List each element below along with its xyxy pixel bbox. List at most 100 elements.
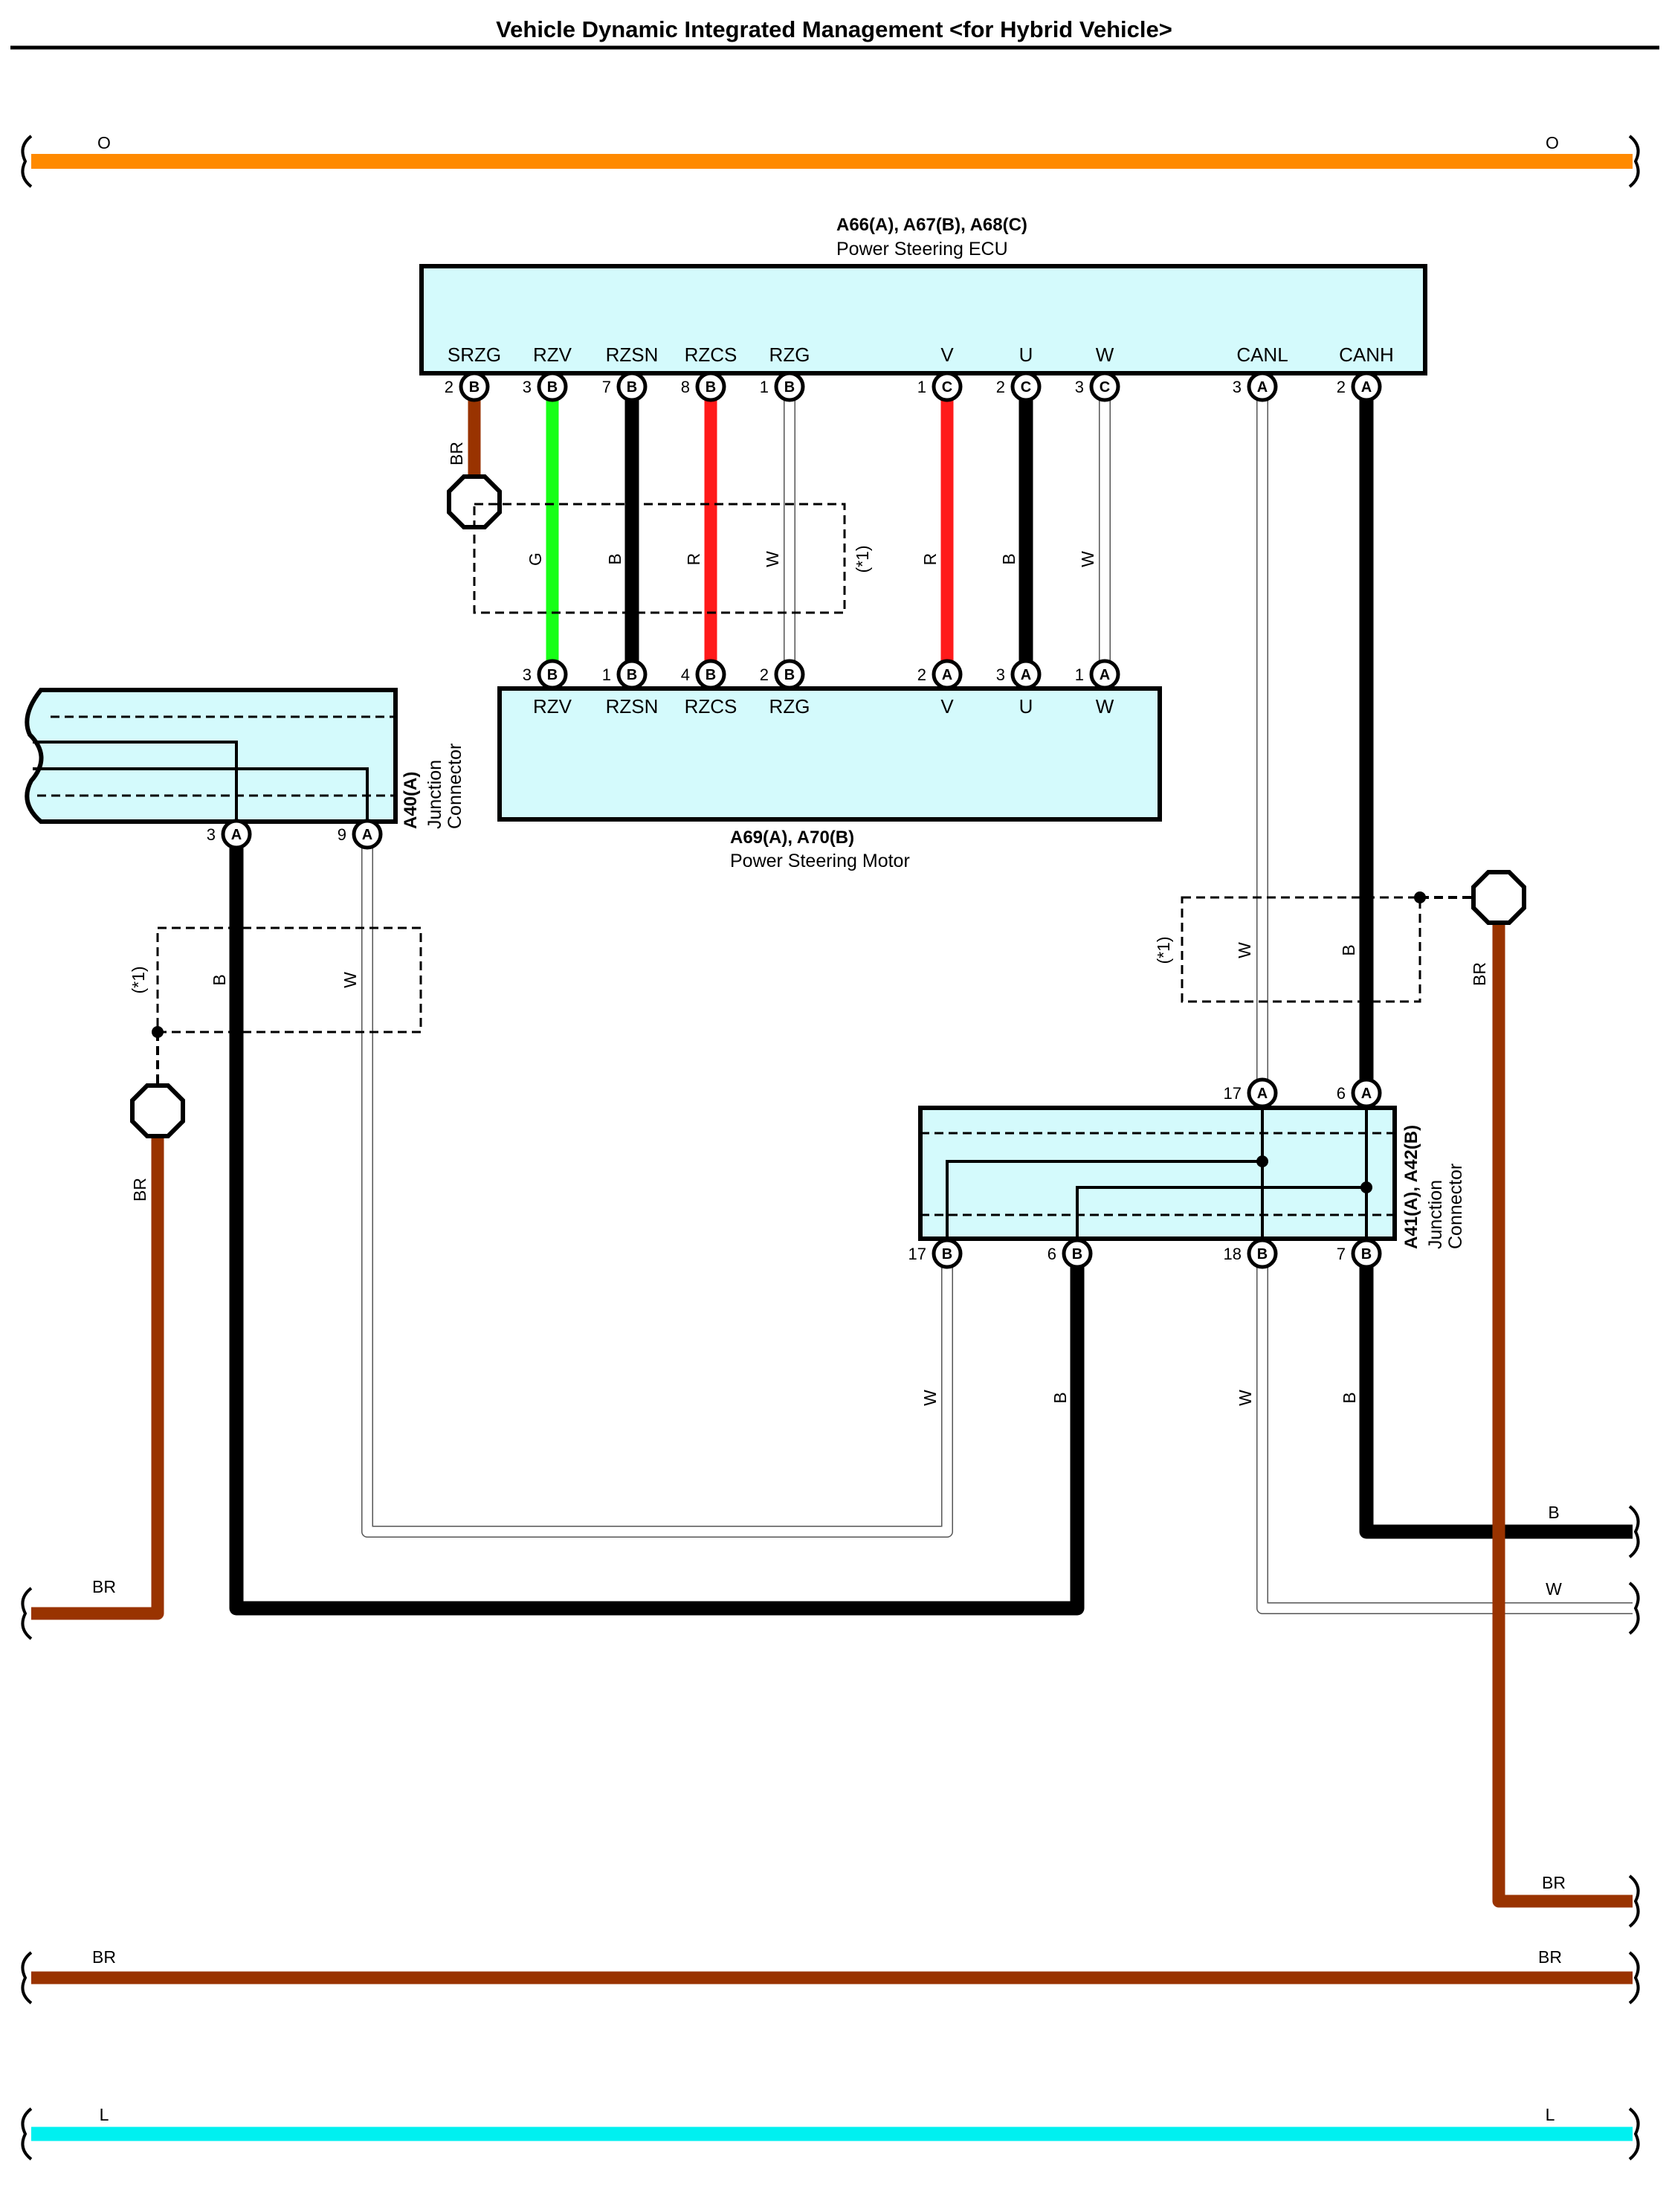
svg-text:2: 2 — [445, 378, 453, 396]
power-steering-motor — [497, 686, 1162, 822]
svg-text:2: 2 — [1337, 378, 1346, 396]
svg-text:3: 3 — [1075, 378, 1084, 396]
ecu-pin-w: C 3 — [1075, 371, 1120, 402]
svg-text:2: 2 — [917, 665, 926, 684]
a41-name-2: Connector — [1445, 1164, 1466, 1249]
left-exit-label: BR — [92, 1577, 116, 1596]
a41-pin-18b: B 18 — [1224, 1238, 1278, 1269]
motor-pin-rzsn: B 1 — [602, 659, 648, 690]
wire-label-rzcs: R — [684, 553, 703, 566]
ecu-pin-canh: A 2 — [1337, 371, 1382, 402]
svg-text:B: B — [942, 1246, 952, 1263]
ecu-pin-rzg: B 1 — [760, 371, 805, 402]
left-ground-label: BR — [130, 1178, 149, 1202]
orange-bus-right-label: O — [1546, 133, 1559, 152]
motor-pin-u: A 3 — [996, 659, 1042, 690]
ecu-terminal-rzv: RZV — [533, 344, 572, 366]
svg-text:A: A — [1257, 379, 1268, 396]
motor-pin-w: A 1 — [1075, 659, 1120, 690]
svg-text:B: B — [547, 667, 558, 683]
svg-text:17: 17 — [1224, 1084, 1242, 1103]
ecu-terminal-canl: CANL — [1236, 344, 1288, 366]
brown-bus-left-label: BR — [92, 1947, 116, 1967]
shield-note-right: (*1) — [1154, 936, 1173, 964]
right-canl-wire — [1256, 1253, 1633, 1614]
svg-text:3: 3 — [1233, 378, 1242, 396]
svg-text:18: 18 — [1224, 1245, 1242, 1263]
right-ground-wire — [1492, 918, 1633, 1908]
svg-text:B: B — [1361, 1246, 1372, 1263]
right-exit-label-br: BR — [1542, 1873, 1566, 1892]
svg-text:6: 6 — [1337, 1084, 1346, 1103]
ecu-pin-rzcs: B 8 — [681, 371, 726, 402]
svg-text:6: 6 — [1047, 1245, 1056, 1263]
brown-bus-right-end-icon — [1628, 1951, 1640, 2005]
svg-text:B: B — [706, 667, 716, 683]
a40-ref: A40(A) — [401, 772, 421, 829]
a40-name-2: Connector — [445, 744, 465, 829]
svg-text:3: 3 — [207, 825, 216, 844]
ecu-terminal-rzsn: RZSN — [606, 344, 659, 366]
right-ground-label: BR — [1470, 962, 1489, 986]
page-title: Vehicle Dynamic Integrated Management <f… — [496, 16, 1172, 42]
a40-pin-3: A 3 — [207, 819, 252, 850]
ecu-pin-v: C 1 — [917, 371, 963, 402]
wire-label-w: W — [1078, 551, 1097, 567]
svg-text:A: A — [1257, 1086, 1268, 1102]
svg-text:B: B — [1257, 1246, 1268, 1263]
ecu-name: Power Steering ECU — [836, 239, 1008, 259]
right-shield-junction-dot — [1414, 891, 1426, 903]
left-ground-end-icon — [21, 1587, 33, 1640]
motor-name: Power Steering Motor — [730, 851, 910, 871]
a41-pin-17b: B 17 — [908, 1238, 963, 1269]
svg-text:A: A — [362, 827, 372, 843]
motor-terminal-w: W — [1096, 695, 1114, 718]
svg-text:B: B — [627, 667, 637, 683]
svg-text:3: 3 — [523, 665, 532, 684]
light-blue-bus-left-label: L — [100, 2105, 109, 2124]
left-canh-wire — [229, 833, 1085, 1616]
ecu-ref: A66(A), A67(B), A68(C) — [836, 215, 1027, 235]
svg-text:B: B — [784, 379, 795, 396]
svg-text:A: A — [1100, 667, 1110, 683]
brown-bus-right-label: BR — [1538, 1947, 1562, 1967]
shield-box-left — [156, 926, 422, 1034]
svg-text:4: 4 — [681, 665, 690, 684]
junction-connector-a40 — [25, 688, 398, 824]
right-b-end-icon — [1628, 1505, 1640, 1558]
svg-text:3: 3 — [523, 378, 532, 396]
motor-terminal-rzg: RZG — [769, 695, 810, 718]
light-blue-bus: L L — [21, 2105, 1640, 2161]
ecu-pin-u: C 2 — [996, 371, 1042, 402]
svg-text:C: C — [1021, 379, 1031, 396]
ecu-terminal-rzcs: RZCS — [685, 344, 737, 366]
lower-wire-label-17b: W — [920, 1390, 940, 1406]
a41-pin-7b: B 7 — [1337, 1238, 1382, 1269]
wire-label-rzsn: B — [605, 553, 624, 564]
orange-bus-right-end-icon — [1628, 135, 1640, 188]
light-blue-bus-left-end-icon — [21, 2107, 33, 2161]
svg-text:B: B — [627, 379, 637, 396]
svg-text:3: 3 — [996, 665, 1005, 684]
ecu-pin-rzsn: B 7 — [602, 371, 648, 402]
svg-text:A: A — [1361, 1086, 1372, 1102]
left-canl-wire — [361, 833, 953, 1538]
right-wire-label-b: B — [1339, 944, 1358, 955]
ecu-terminal-u: U — [1019, 344, 1033, 366]
svg-text:1: 1 — [1075, 665, 1084, 684]
shield-box-right — [1181, 896, 1421, 1003]
a40-internal-3 — [33, 741, 238, 819]
svg-text:A: A — [231, 827, 242, 843]
svg-text:B: B — [469, 379, 480, 396]
ecu-terminal-srzg: SRZG — [448, 344, 501, 366]
svg-text:C: C — [942, 379, 952, 396]
a40-pin-9: A 9 — [338, 819, 383, 850]
a41-internal-17b — [946, 1160, 1262, 1240]
power-steering-ecu — [419, 264, 1427, 375]
lower-wire-label-6b: B — [1050, 1392, 1070, 1403]
a41-junction-dot-canl — [1256, 1155, 1268, 1167]
right-w-end-icon — [1628, 1581, 1640, 1635]
svg-text:A: A — [942, 667, 952, 683]
svg-text:1: 1 — [602, 665, 611, 684]
